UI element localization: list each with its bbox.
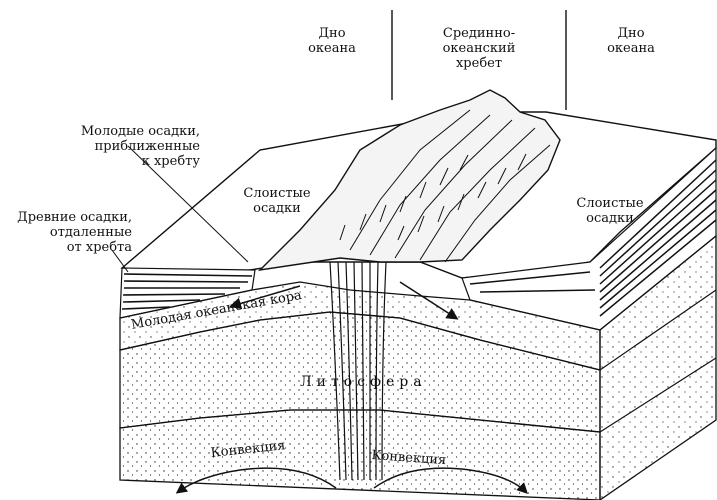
label-layered-sediments-right: Слоистые осадки xyxy=(560,196,660,226)
label-mid-ocean-ridge: Срединно- океанский хребет xyxy=(424,26,534,71)
label-ocean-floor-right: Дно океана xyxy=(586,26,676,56)
label-layered-sediments-left: Слоистые осадки xyxy=(232,186,322,216)
label-ancient-sediments: Древние осадки, отдаленные от хребта xyxy=(0,210,132,255)
label-lithosphere: Литосфера xyxy=(300,374,427,390)
label-ocean-floor-left: Дно океана xyxy=(292,26,372,56)
label-young-sediments: Молодые осадки, приближенные к хребту xyxy=(40,124,200,169)
